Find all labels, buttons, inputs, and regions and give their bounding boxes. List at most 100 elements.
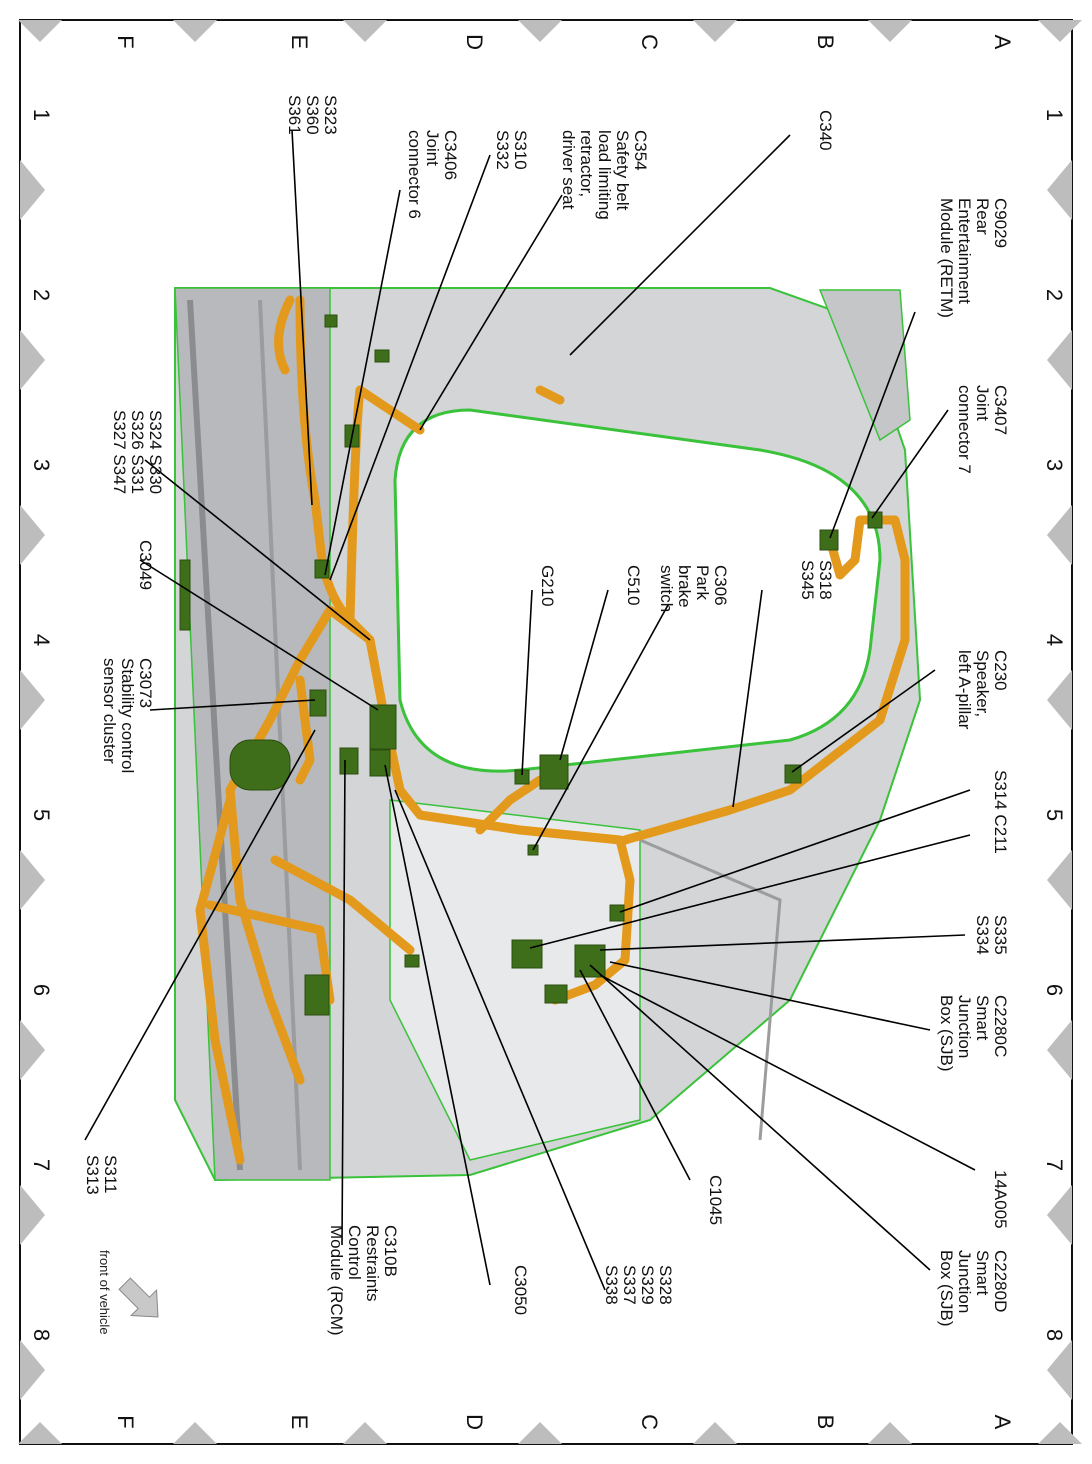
callout-line: C340: [816, 110, 835, 151]
front-of-vehicle-label: front of vehicle: [97, 1250, 112, 1335]
callout-line: C3406: [441, 130, 460, 180]
grid-marker-bottom: [1038, 1422, 1082, 1444]
grid-number-left: 4: [29, 634, 54, 646]
grid-letter-bottom: C: [637, 1414, 662, 1430]
connectors: [179, 314, 883, 1016]
grid-number-right: 7: [1042, 1159, 1067, 1171]
callout-line: C306: [711, 565, 730, 606]
grid-letter-bottom: D: [462, 1414, 487, 1430]
callout-line: S334: [973, 915, 992, 955]
callout-line: Smart: [973, 1250, 992, 1296]
callout-line: C9029: [991, 198, 1010, 248]
callout-line: S338: [602, 1265, 621, 1305]
callout-c3050: C3050: [511, 1265, 530, 1315]
callout-c354: C354Safety beltload limitingretractor,dr…: [559, 130, 650, 220]
callout-line: driver seat: [559, 130, 578, 210]
grid-marker-left: [20, 330, 45, 390]
callout-line: Rear: [973, 198, 992, 235]
callout-line: C3050: [511, 1265, 530, 1315]
callout-line: Joint: [423, 130, 442, 166]
callout-line: Safety belt: [613, 130, 632, 211]
callout-line: C3049: [136, 540, 155, 590]
grid-marker-bottom: [518, 1422, 562, 1444]
callout-line: C510: [624, 565, 643, 606]
callout-line: Module (RCM): [327, 1225, 346, 1336]
grid-letter-top: D: [462, 34, 487, 50]
grid-letter-bottom: E: [287, 1415, 312, 1430]
grid-marker-top: [868, 20, 912, 42]
grid-number-right: 6: [1042, 984, 1067, 996]
callout-line: C2280C: [991, 995, 1010, 1057]
callout-s318: S318S345: [798, 560, 835, 600]
grid-number-left: 8: [29, 1329, 54, 1341]
grid-marker-bottom: [868, 1422, 912, 1444]
callout-c340: C340: [816, 110, 835, 151]
callout-line: 14A005: [991, 1170, 1010, 1229]
callout-line: connector 7: [955, 385, 974, 474]
grid-marker-left: [20, 1185, 45, 1245]
callout-c3049: C3049: [136, 540, 155, 590]
callout-c230: C230Speaker,left A-pillar: [955, 650, 1010, 730]
grid-letter-top: F: [113, 35, 138, 48]
callout-line: S335: [991, 915, 1010, 955]
callout-line: C310B: [381, 1225, 400, 1277]
grid-marker-right: [1047, 505, 1072, 565]
callout-line: S323: [321, 95, 340, 135]
grid-marker-left: [20, 1340, 45, 1400]
callout-c2280d: C2280DSmartJunctionBox (SJB): [937, 1250, 1010, 1327]
callout-line: S313: [83, 1155, 102, 1195]
callout-a14005: 14A005: [991, 1170, 1010, 1229]
callout-line: Park: [693, 565, 712, 600]
grid-marker-left: [20, 670, 45, 730]
callout-line: S326 S331: [128, 410, 147, 494]
callout-line: C230: [991, 650, 1010, 691]
grid-letter-top: A: [990, 35, 1015, 50]
grid-marker-top: [173, 20, 217, 42]
callout-c3406: C3406Jointconnector 6: [405, 130, 460, 219]
callout-s311: S311S313: [83, 1155, 120, 1195]
callout-line: Stability control: [118, 658, 137, 773]
callout-line: S324 S330: [146, 410, 165, 494]
grid-number-right: 2: [1042, 289, 1067, 301]
callout-line: S329: [638, 1265, 657, 1305]
callout-line: Junction: [955, 995, 974, 1058]
grid-letter-bottom: B: [813, 1415, 838, 1430]
grid-number-right: 1: [1042, 109, 1067, 121]
grid-marker-right: [1047, 330, 1072, 390]
callout-c3407: C3407Jointconnector 7: [955, 385, 1010, 474]
callout-c310b: C310BRestraintsControlModule (RCM): [327, 1225, 400, 1336]
callout-line: Box (SJB): [937, 1250, 956, 1327]
grid-number-left: 2: [29, 289, 54, 301]
front-arrow-icon: [118, 1277, 159, 1318]
callout-line: load limiting: [595, 130, 614, 220]
grid-number-right: 4: [1042, 634, 1067, 646]
grid-marker-bottom: [18, 1422, 62, 1444]
grid-letter-top: E: [287, 35, 312, 50]
callout-c3073: C3073Stability controlsensor cluster: [100, 658, 155, 773]
callout-line: Junction: [955, 1250, 974, 1313]
grid-marker-top: [1038, 20, 1082, 42]
grid-letter-bottom: F: [113, 1415, 138, 1428]
callout-line: connector 6: [405, 130, 424, 219]
callout-labels: C9029RearEntertainmentModule (RETM)C3407…: [83, 95, 1010, 1336]
grid-marker-right: [1047, 1340, 1072, 1400]
callout-c1045: C1045: [706, 1175, 725, 1225]
grid-number-right: 5: [1042, 809, 1067, 821]
grid-number-left: 1: [29, 109, 54, 121]
callout-s314c211: S314 C211: [991, 770, 1010, 854]
callout-line: S311: [101, 1155, 120, 1193]
grid-number-right: 8: [1042, 1329, 1067, 1341]
callout-line: Speaker,: [973, 650, 992, 717]
grid-markers: [18, 20, 1082, 1444]
callout-line: S327 S347: [110, 410, 129, 494]
grid-marker-left: [20, 1020, 45, 1080]
callout-g210: G210: [538, 565, 557, 607]
callout-line: Control: [345, 1225, 364, 1280]
callout-s310: S310S332: [493, 130, 530, 170]
callout-line: S361: [285, 95, 304, 135]
grid-letter-bottom: A: [990, 1415, 1015, 1430]
callout-line: C2280D: [991, 1250, 1010, 1312]
grid-marker-bottom: [693, 1422, 737, 1444]
callout-line: switch: [657, 565, 676, 612]
